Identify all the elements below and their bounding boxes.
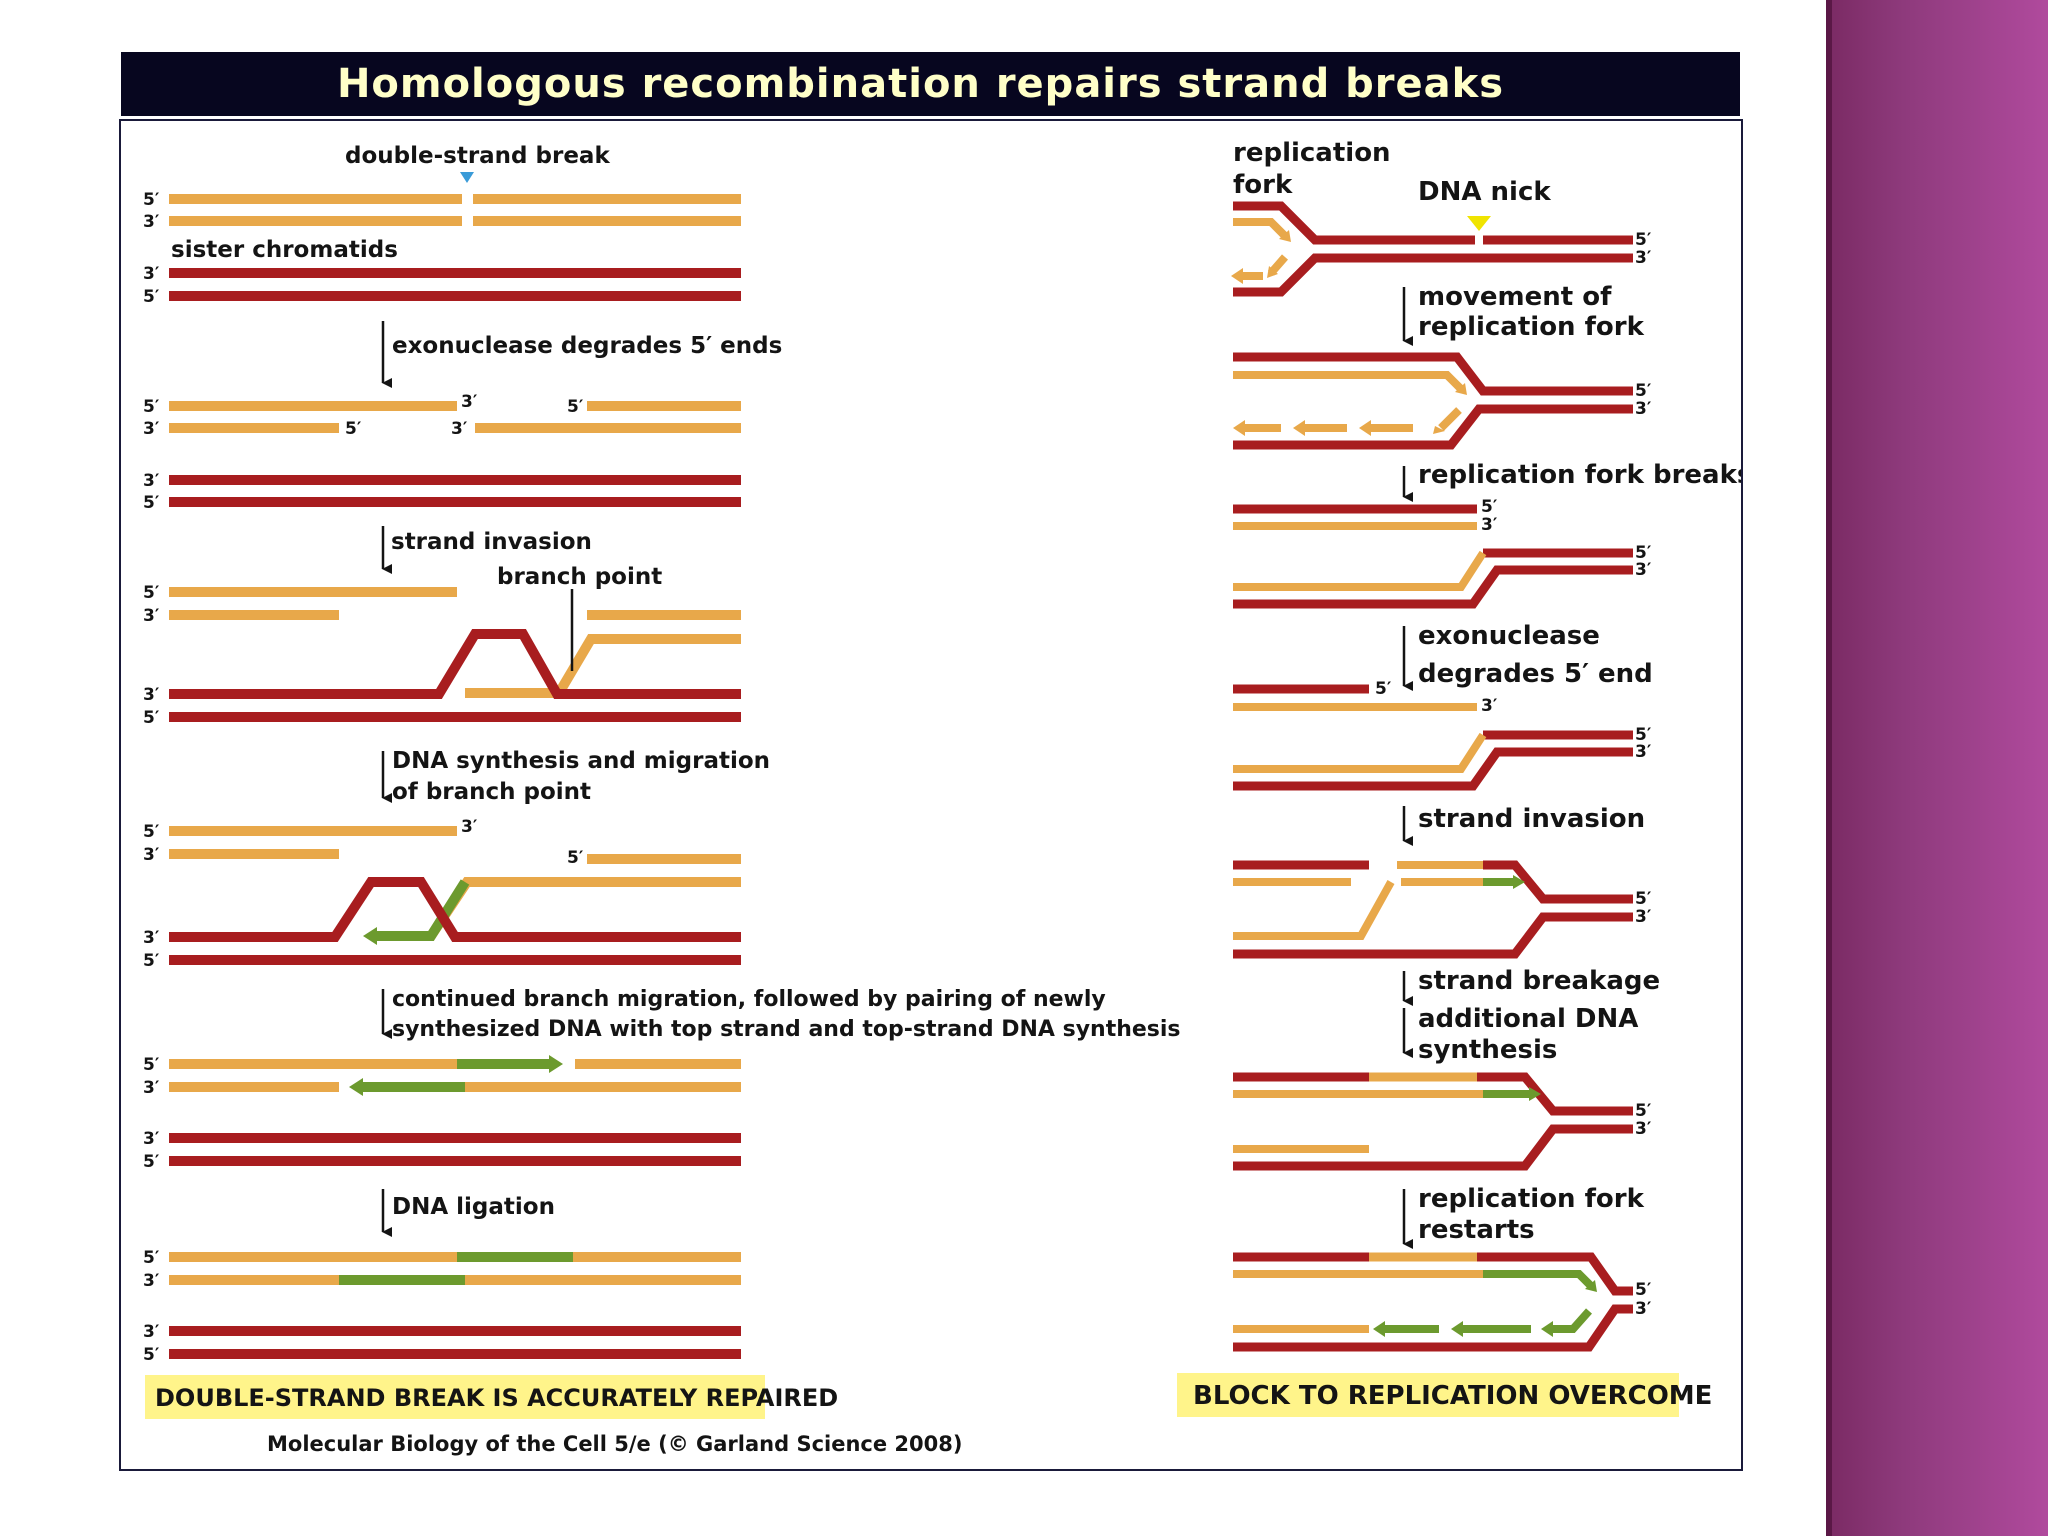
end-label: 5′ xyxy=(345,419,362,439)
end-label: 5′ xyxy=(1635,381,1652,401)
end-label: 5′ xyxy=(143,397,160,417)
end-label: 5′ xyxy=(143,1055,160,1075)
end-label: 3′ xyxy=(1635,248,1652,268)
diagram-svg: double-strand break sister chromatids 5′… xyxy=(143,138,1741,1456)
stage-5-pairing: 5′ 3′ 3′ 5′ xyxy=(143,1055,741,1172)
end-label: 5′ xyxy=(1635,1280,1652,1300)
end-label: 3′ xyxy=(143,685,160,705)
end-label: 5′ xyxy=(567,397,584,417)
label-double-strand-break: double-strand break xyxy=(345,143,610,169)
stage-6-ligation: 5′ 3′ 3′ 5′ xyxy=(143,1248,741,1365)
end-label: 3′ xyxy=(1635,742,1652,762)
end-label: 3′ xyxy=(143,928,160,948)
label-r-strand-invasion: strand invasion xyxy=(1418,804,1645,834)
r-stage-3-fork-broken: 5′ 3′ 5′ 3′ xyxy=(1233,497,1652,609)
end-label: 5′ xyxy=(143,1345,160,1365)
end-label: 3′ xyxy=(143,606,160,626)
label-movement-of: movement of xyxy=(1418,282,1612,312)
end-label: 5′ xyxy=(1635,889,1652,909)
side-decoration-edge xyxy=(1826,0,1832,1536)
r-stage-4-resection: 5′ 3′ 5′ 3′ xyxy=(1233,679,1652,791)
end-label: 3′ xyxy=(1481,696,1498,716)
end-label: 5′ xyxy=(143,708,160,728)
nick-marker-icon xyxy=(1467,216,1491,231)
end-label: 5′ xyxy=(143,583,160,603)
label-dna-nick: DNA nick xyxy=(1418,177,1551,207)
end-label: 3′ xyxy=(1635,399,1652,419)
end-label: 5′ xyxy=(1635,230,1652,250)
r-stage-1-fork: 5′ 3′ xyxy=(1231,201,1652,297)
r-stage-5-invasion: 5′ 3′ xyxy=(1233,860,1652,959)
end-label: 3′ xyxy=(143,1322,160,1342)
end-label: 5′ xyxy=(143,190,160,210)
label-top-strand-synthesis: synthesized DNA with top strand and top-… xyxy=(392,1017,1181,1042)
diagram-figure: double-strand break sister chromatids 5′… xyxy=(119,119,1743,1471)
end-label: 3′ xyxy=(143,471,160,491)
end-label: 5′ xyxy=(143,822,160,842)
outcome-left: DOUBLE-STRAND BREAK IS ACCURATELY REPAIR… xyxy=(155,1384,838,1412)
label-migration: of branch point xyxy=(392,779,591,805)
end-label: 3′ xyxy=(143,1271,160,1291)
credit-text: Molecular Biology of the Cell 5/e (© Gar… xyxy=(267,1432,962,1456)
r-stage-2-fork-moved: 5′ 3′ xyxy=(1233,352,1652,450)
end-label: 3′ xyxy=(143,264,160,284)
end-label: 3′ xyxy=(1635,1299,1652,1319)
side-decoration-band xyxy=(1826,0,2048,1536)
end-label: 3′ xyxy=(461,392,478,412)
label-continued-migration: continued branch migration, followed by … xyxy=(392,987,1106,1012)
label-additional-dna: additional DNA xyxy=(1418,1004,1638,1034)
label-strand-breakage: strand breakage xyxy=(1418,966,1660,996)
r-stage-6-breakage: 5′ 3′ xyxy=(1233,1072,1652,1171)
label-replication: replication xyxy=(1233,138,1391,168)
end-label: 5′ xyxy=(1635,1101,1652,1121)
end-label: 3′ xyxy=(461,817,478,837)
end-label: 5′ xyxy=(143,287,160,307)
label-replication-fork-r: replication fork xyxy=(1418,1184,1645,1214)
end-label: 3′ xyxy=(1635,1119,1652,1139)
title-bar: Homologous recombination repairs strand … xyxy=(121,52,1740,116)
label-replication-fork: replication fork xyxy=(1418,312,1645,342)
end-label: 3′ xyxy=(143,1078,160,1098)
stage-3-strand-invasion: 5′ 3′ 3′ 5′ xyxy=(143,583,741,728)
outcome-right: BLOCK TO REPLICATION OVERCOME xyxy=(1193,1381,1712,1411)
outcome-box-right xyxy=(1177,1373,1679,1417)
break-marker-icon xyxy=(460,172,474,183)
label-sister-chromatids: sister chromatids xyxy=(171,237,398,263)
label-restarts: restarts xyxy=(1418,1215,1535,1245)
label-exonuclease-5-ends: exonuclease degrades 5′ ends xyxy=(392,333,782,359)
end-label: 3′ xyxy=(143,845,160,865)
label-degrades-5-end: degrades 5′ end xyxy=(1418,659,1653,689)
end-label: 3′ xyxy=(143,212,160,232)
end-label: 5′ xyxy=(1375,679,1392,699)
end-label: 5′ xyxy=(1635,543,1652,563)
label-exonuclease: exonuclease xyxy=(1418,621,1600,651)
stage-2-resection: 5′ 3′ 3′ 5′ 5′ 3′ 3′ 5′ xyxy=(143,392,741,513)
end-label: 5′ xyxy=(1481,497,1498,517)
outcome-box-left xyxy=(145,1375,765,1419)
label-fork-breaks: replication fork breaks xyxy=(1418,460,1741,490)
end-label: 3′ xyxy=(143,419,160,439)
end-label: 5′ xyxy=(1635,725,1652,745)
end-label: 3′ xyxy=(451,419,468,439)
end-label: 3′ xyxy=(1635,560,1652,580)
label-dna-ligation: DNA ligation xyxy=(392,1194,555,1220)
end-label: 5′ xyxy=(143,493,160,513)
end-label: 5′ xyxy=(143,1152,160,1172)
end-label: 5′ xyxy=(143,1248,160,1268)
label-dna-synthesis: DNA synthesis and migration xyxy=(392,748,770,774)
label-branch-point: branch point xyxy=(497,564,662,590)
slide-title: Homologous recombination repairs strand … xyxy=(336,61,1505,107)
stage-4-synthesis-migration: 5′ 3′ 3′ 5′ 3′ 5′ xyxy=(143,817,741,971)
end-label: 3′ xyxy=(1635,907,1652,927)
label-strand-invasion: strand invasion xyxy=(391,529,592,555)
end-label: 5′ xyxy=(143,951,160,971)
label-synthesis: synthesis xyxy=(1418,1035,1557,1065)
r-stage-7-restart: 5′ 3′ xyxy=(1233,1252,1652,1352)
end-label: 3′ xyxy=(143,1129,160,1149)
stage-1-double-strand-break: double-strand break sister chromatids 5′… xyxy=(143,143,741,307)
end-label: 3′ xyxy=(1481,515,1498,535)
end-label: 5′ xyxy=(567,848,584,868)
label-fork: fork xyxy=(1233,170,1293,200)
